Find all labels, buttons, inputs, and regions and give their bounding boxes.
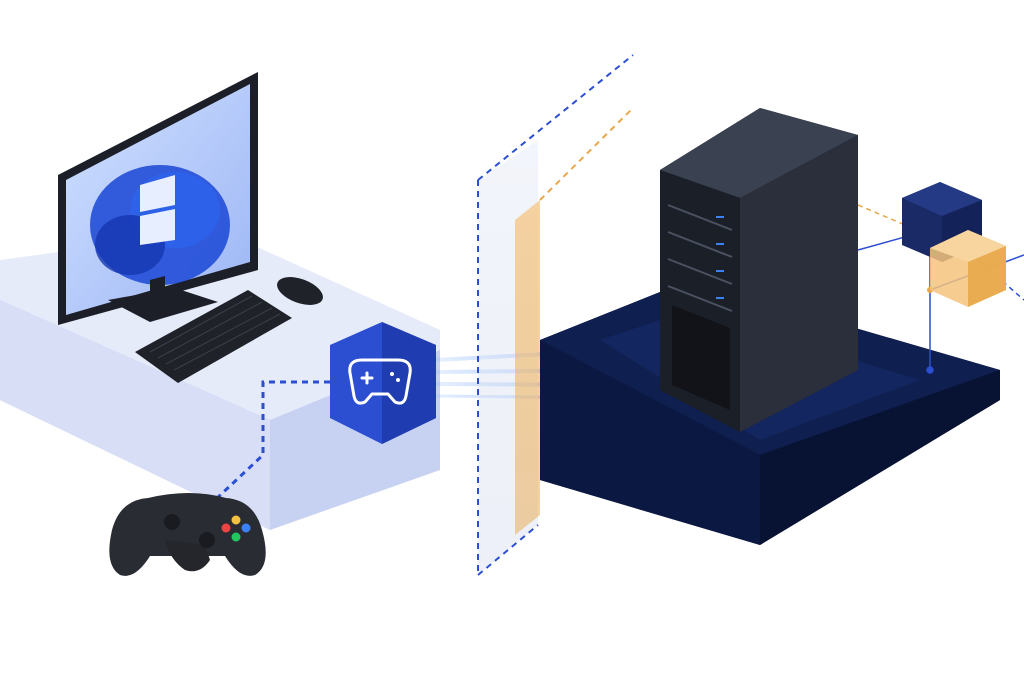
- server-leds: [716, 216, 724, 299]
- gamepad-icon: [109, 493, 266, 576]
- network-boundary: [477, 54, 634, 576]
- keyboard-icon: [135, 290, 292, 383]
- server-vent: [672, 305, 730, 410]
- server-tower-icon: [660, 108, 858, 432]
- gamepad-hub-icon: [330, 322, 436, 444]
- mouse-icon: [277, 277, 323, 305]
- controller-buttons: [221, 515, 251, 542]
- monitor-icon: [58, 72, 258, 325]
- controller-link-line: [213, 380, 330, 502]
- windows-logo-icon: [90, 165, 230, 285]
- cube-icon: [930, 230, 1006, 307]
